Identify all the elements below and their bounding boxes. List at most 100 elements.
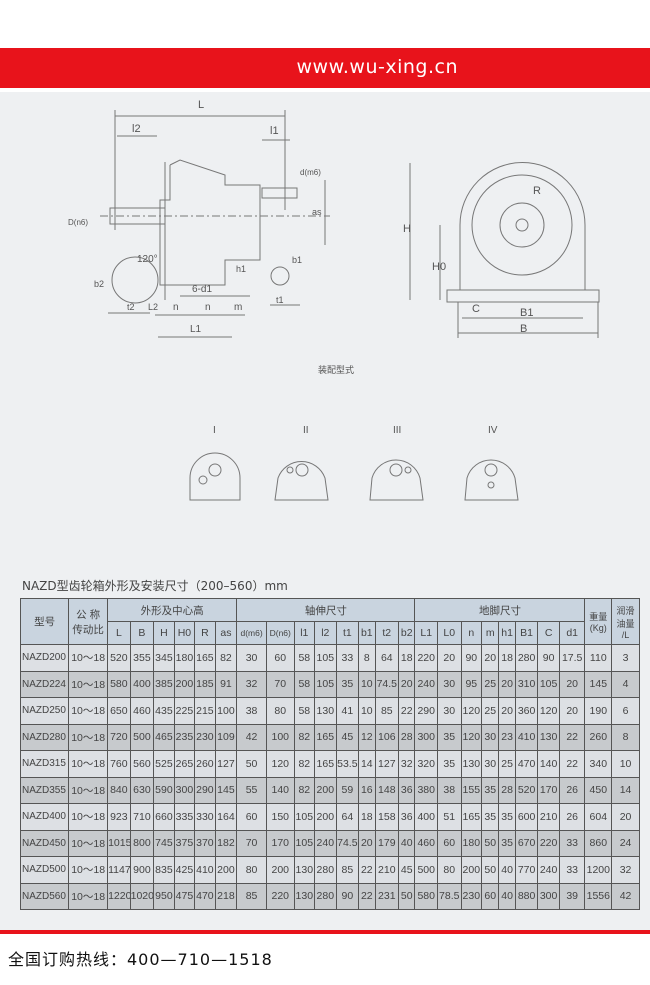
value-cell: 18: [358, 803, 376, 831]
value-cell: 33: [558, 829, 586, 857]
value-cell: 800: [129, 829, 155, 857]
value-cell: 78.5: [436, 882, 462, 910]
value-cell: 200: [314, 776, 337, 804]
column-header: B1: [514, 621, 539, 645]
label-h1: h1: [236, 264, 246, 274]
value-cell: 200: [214, 856, 238, 884]
header-model: 型号: [19, 598, 70, 645]
value-cell: 190: [584, 697, 613, 725]
value-cell: 30: [481, 723, 500, 751]
column-header: as: [214, 621, 238, 645]
column-header: L0: [436, 621, 462, 645]
value-cell: 22: [358, 856, 376, 884]
column-header: L: [107, 621, 131, 645]
value-cell: 10～18: [68, 803, 109, 831]
model-cell: NAZD224: [19, 670, 70, 698]
value-cell: 120: [265, 750, 295, 778]
value-cell: 240: [537, 856, 560, 884]
value-cell: 28: [498, 776, 516, 804]
value-cell: 105: [314, 670, 337, 698]
value-cell: 148: [374, 776, 400, 804]
value-cell: 210: [537, 803, 560, 831]
value-cell: 59: [335, 776, 360, 804]
value-cell: 20: [611, 803, 640, 831]
header-foot: 地脚尺寸: [414, 598, 586, 622]
value-cell: 60: [265, 644, 295, 672]
value-cell: 40: [398, 829, 416, 857]
column-header: L1: [414, 621, 438, 645]
value-cell: 155: [460, 776, 483, 804]
value-cell: 330: [194, 803, 216, 831]
value-cell: 74.5: [374, 670, 400, 698]
value-cell: 22: [398, 697, 416, 725]
value-cell: 280: [314, 856, 337, 884]
side-view-labels: L l2 l1 d(m6) D(n6) as 120° b2 t2 L2 n n…: [68, 99, 322, 335]
value-cell: 231: [374, 882, 400, 910]
value-cell: 64: [335, 803, 360, 831]
value-cell: 182: [214, 829, 238, 857]
header-weight: 重量 (Kg): [584, 598, 613, 645]
dimensions-table: 型号 公 称 传动比 外形及中心高 轴伸尺寸 地脚尺寸 重量 (Kg) 润滑 油…: [19, 598, 640, 910]
value-cell: 80: [265, 697, 295, 725]
value-cell: 25: [481, 697, 500, 725]
value-cell: 20: [558, 670, 586, 698]
value-cell: 230: [460, 882, 483, 910]
value-cell: 240: [414, 670, 438, 698]
label-L: L: [198, 99, 204, 111]
value-cell: 100: [265, 723, 295, 751]
label-l1: l1: [270, 125, 279, 137]
value-cell: 1015: [107, 829, 131, 857]
assembly-label-IV: IV: [488, 425, 498, 436]
value-cell: 220: [537, 829, 560, 857]
value-cell: 30: [436, 670, 462, 698]
value-cell: 90: [537, 644, 560, 672]
label-l2: l2: [132, 123, 141, 135]
value-cell: 22: [558, 750, 586, 778]
value-cell: 165: [314, 750, 337, 778]
value-cell: 24: [611, 829, 640, 857]
value-cell: 23: [498, 723, 516, 751]
value-cell: 85: [374, 697, 400, 725]
value-cell: 20: [398, 670, 416, 698]
value-cell: 720: [107, 723, 131, 751]
value-cell: 32: [236, 670, 267, 698]
value-cell: 180: [460, 829, 483, 857]
value-cell: 165: [460, 803, 483, 831]
value-cell: 90: [460, 644, 483, 672]
column-header: H0: [173, 621, 196, 645]
column-header: C: [537, 621, 560, 645]
value-cell: 18: [498, 644, 516, 672]
value-cell: 179: [374, 829, 400, 857]
column-header: b1: [358, 621, 376, 645]
value-cell: 50: [481, 829, 500, 857]
value-cell: 12: [358, 723, 376, 751]
label-t1: t1: [276, 295, 284, 305]
value-cell: 360: [514, 697, 539, 725]
value-cell: 58: [293, 697, 316, 725]
value-cell: 10: [611, 750, 640, 778]
value-cell: 590: [153, 776, 175, 804]
value-cell: 40: [498, 882, 516, 910]
value-cell: 45: [335, 723, 360, 751]
value-cell: 345: [153, 644, 175, 672]
column-header: t1: [335, 621, 360, 645]
value-cell: 38: [436, 776, 462, 804]
assembly-label-I: I: [213, 425, 216, 436]
value-cell: 235: [173, 723, 196, 751]
value-cell: 130: [537, 723, 560, 751]
value-cell: 130: [314, 697, 337, 725]
value-cell: 200: [460, 856, 483, 884]
value-cell: 105: [293, 829, 316, 857]
value-cell: 400: [129, 670, 155, 698]
model-cell: NAZD280: [19, 723, 70, 751]
value-cell: 290: [414, 697, 438, 725]
value-cell: 300: [173, 776, 196, 804]
value-cell: 1556: [584, 882, 613, 910]
value-cell: 923: [107, 803, 131, 831]
label-D: D(n6): [68, 218, 88, 227]
value-cell: 90: [335, 882, 360, 910]
value-cell: 385: [153, 670, 175, 698]
